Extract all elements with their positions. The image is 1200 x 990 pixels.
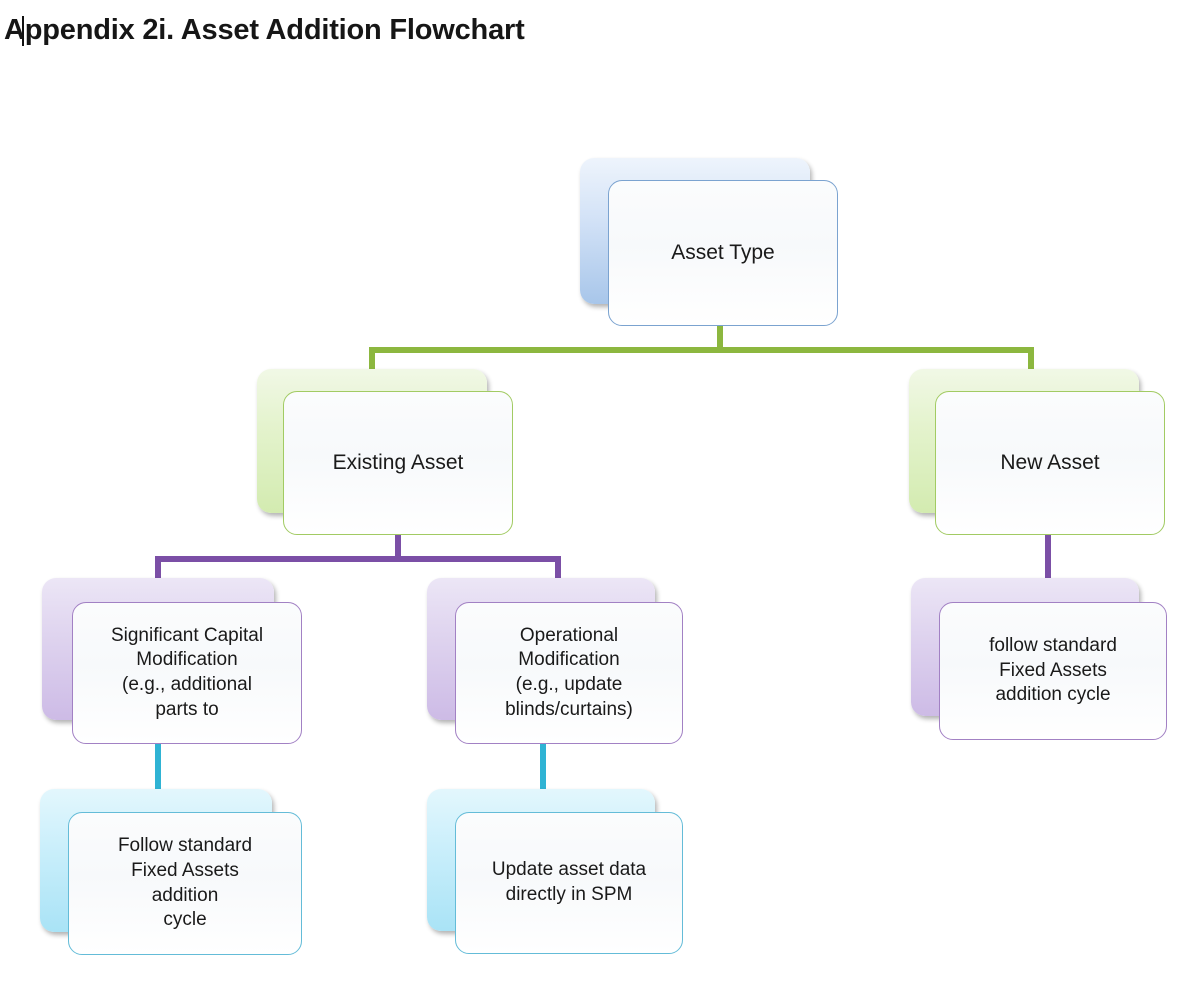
label-line-3: (e.g., additional (122, 674, 252, 695)
node-follow-standard-cycle-card[interactable]: Follow standard Fixed Assets addition cy… (68, 812, 302, 955)
label-line-1: Update asset data (491, 859, 647, 881)
label-line-2: Fixed Assets (131, 859, 239, 881)
label-line-2: directly in SPM (505, 884, 633, 905)
connector-new-asset-to-followup (1045, 530, 1051, 585)
text-cursor-caret (22, 16, 24, 46)
node-asset-type-card[interactable]: Asset Type (608, 180, 838, 326)
connector-to-new-asset (1028, 347, 1034, 382)
node-update-asset-data-label: Update asset data directly in SPM (456, 858, 682, 907)
node-new-asset-followup-card[interactable]: follow standard Fixed Assets addition cy… (939, 602, 1167, 740)
label-line-4: cycle (163, 909, 207, 931)
node-new-asset-followup[interactable]: follow standard Fixed Assets addition cy… (911, 578, 1169, 740)
connector-to-existing-asset (369, 347, 375, 382)
connector-existing-asset-stem (395, 530, 401, 562)
node-asset-type[interactable]: Asset Type (580, 158, 840, 328)
label-line-1: Operational (519, 624, 619, 646)
node-existing-asset-card[interactable]: Existing Asset (283, 391, 513, 535)
label-line-2: Fixed Assets (999, 659, 1107, 681)
node-operational-modification-card[interactable]: Operational Modification (e.g., update b… (455, 602, 683, 744)
node-follow-standard-cycle[interactable]: Follow standard Fixed Assets addition cy… (40, 789, 304, 957)
node-asset-type-label: Asset Type (671, 241, 775, 265)
label-line-4: blinds/curtains) (505, 698, 633, 720)
connector-green-bus (369, 347, 1034, 353)
label-line-1: Significant Capital (110, 624, 264, 646)
label-line-3: (e.g., update (515, 674, 623, 695)
node-significant-capital-modification-label: Significant Capital Modification (e.g., … (73, 624, 301, 723)
node-new-asset-label: New Asset (1000, 451, 1100, 475)
label-line-3: addition cycle (995, 684, 1111, 706)
label-line-1: Follow standard (117, 835, 253, 857)
node-significant-capital-modification-card[interactable]: Significant Capital Modification (e.g., … (72, 602, 302, 744)
label-line-3: addition (151, 884, 219, 906)
node-existing-asset[interactable]: Existing Asset (257, 369, 515, 537)
label-line-1: follow standard (989, 634, 1117, 656)
page-title: Appendix 2i. Asset Addition Flowchart (4, 14, 525, 46)
node-existing-asset-label: Existing Asset (332, 451, 464, 475)
node-follow-standard-cycle-label: Follow standard Fixed Assets addition cy… (69, 834, 301, 933)
node-update-asset-data[interactable]: Update asset data directly in SPM (427, 789, 685, 955)
label-line-2: Modification (518, 649, 620, 671)
label-line-4: parts to (155, 698, 219, 720)
node-new-asset-followup-label: follow standard Fixed Assets addition cy… (940, 634, 1166, 708)
connector-to-operational-mod (555, 556, 561, 588)
connector-operational-mod-to-update-data (540, 735, 546, 800)
node-new-asset[interactable]: New Asset (909, 369, 1167, 537)
node-operational-modification[interactable]: Operational Modification (e.g., update b… (427, 578, 685, 744)
label-line-2: Modification (136, 649, 238, 671)
connector-significant-capital-mod-to-follow-cycle (155, 735, 161, 800)
node-new-asset-card[interactable]: New Asset (935, 391, 1165, 535)
node-update-asset-data-card[interactable]: Update asset data directly in SPM (455, 812, 683, 954)
node-operational-modification-label: Operational Modification (e.g., update b… (456, 624, 682, 723)
connector-purple-bus (155, 556, 561, 562)
node-significant-capital-modification[interactable]: Significant Capital Modification (e.g., … (42, 578, 304, 744)
connector-to-significant-capital-mod (155, 556, 161, 588)
